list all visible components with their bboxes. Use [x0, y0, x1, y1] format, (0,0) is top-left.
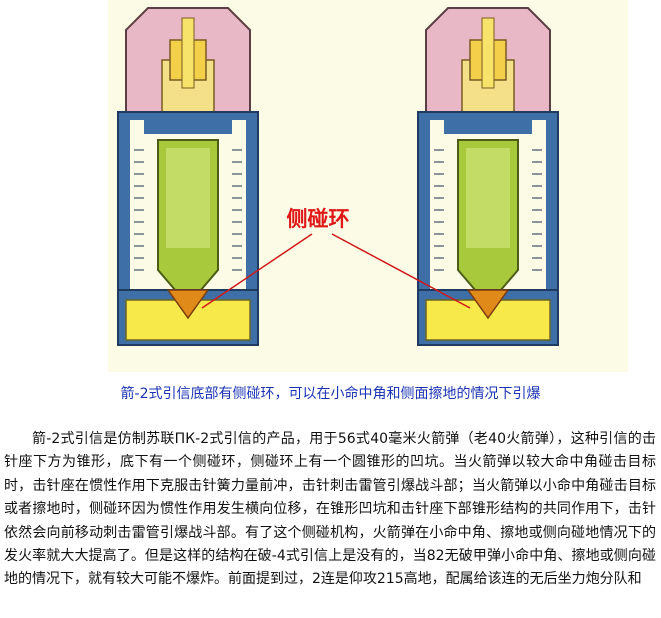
figure-caption: 箭-2式引信底部有侧碰环，可以在小命中角和侧面擦地的情况下引爆 — [120, 386, 541, 402]
cone-right — [466, 289, 510, 320]
leader-line-right — [331, 233, 471, 309]
cone-left — [166, 289, 210, 320]
fuze-right — [417, 7, 559, 346]
fuze-left — [117, 7, 259, 346]
spring-left — [134, 149, 242, 271]
leader-line-left — [201, 233, 313, 309]
side-impact-ring-label: 侧碰环 — [287, 207, 350, 231]
spring-right — [434, 149, 542, 271]
fuze-diagram: 侧碰环 — [108, 0, 628, 372]
article-paragraph: 箭-2式引信是仿制苏联ПК-2式引信的产品，用于56式40毫米火箭弹（老40火箭… — [4, 431, 656, 588]
